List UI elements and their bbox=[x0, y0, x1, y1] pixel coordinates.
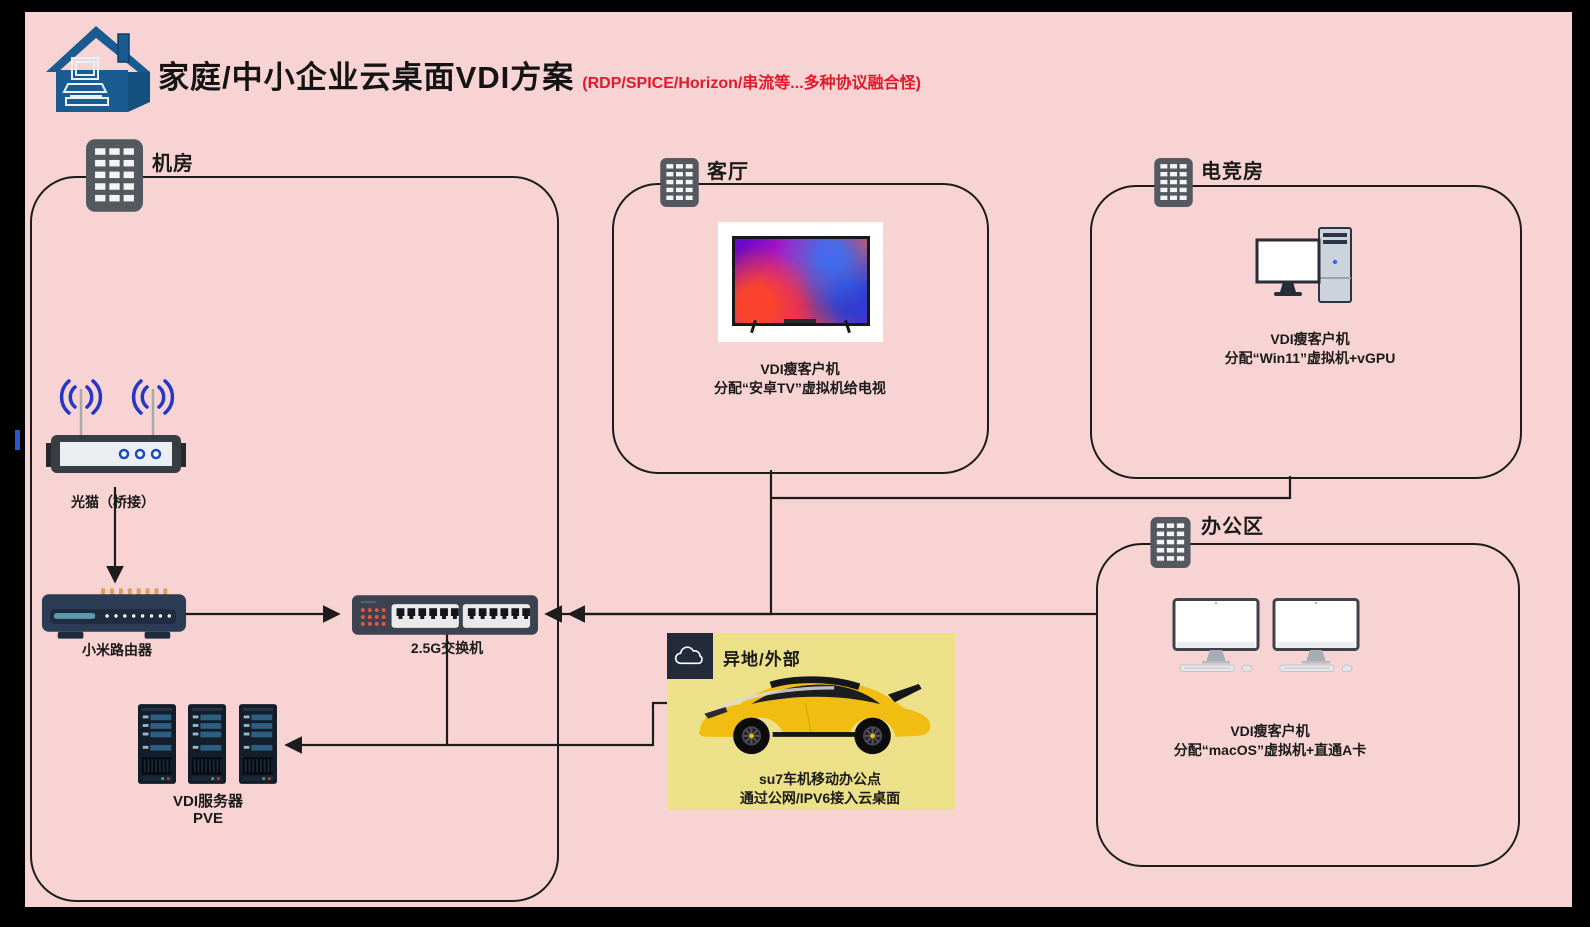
building-icon bbox=[1147, 517, 1194, 568]
server-label-line2: PVE bbox=[192, 810, 223, 827]
router-label: 小米路由器 bbox=[82, 642, 152, 658]
imac-icon bbox=[1168, 598, 1264, 674]
su7-car-image bbox=[699, 676, 931, 755]
blue-tick bbox=[15, 430, 20, 450]
office-caption: VDI瘦客户机 分配“macOS”虚拟机+直通A卡 bbox=[1105, 722, 1435, 760]
car-caption: su7车机移动办公点 通过公网/IPV6接入云桌面 bbox=[670, 770, 970, 808]
office-caption-line1: VDI瘦客户机 bbox=[1230, 723, 1310, 739]
room-label-office-area: 办公区 bbox=[1201, 516, 1264, 538]
room-label-external: 异地/外部 bbox=[723, 650, 801, 669]
building-icon bbox=[656, 158, 703, 207]
room-box-gaming-room bbox=[1090, 185, 1522, 479]
room-label-gaming-room: 电竞房 bbox=[1201, 161, 1264, 183]
room-label-server-room: 机房 bbox=[152, 153, 194, 175]
house-with-computer-icon bbox=[46, 26, 150, 112]
page-title: 家庭/中小企业云桌面VDI方案 (RDP/SPICE/Horizon/串流等...… bbox=[158, 52, 921, 97]
desktop-pc-icon bbox=[1255, 227, 1352, 303]
building-icon bbox=[86, 124, 143, 227]
room-label-living-room: 客厅 bbox=[707, 161, 749, 183]
room-box-office-area bbox=[1096, 543, 1520, 867]
living-caption-line1: VDI瘦客户机 bbox=[760, 361, 840, 377]
tv-screen bbox=[731, 236, 870, 326]
building-icon bbox=[1150, 158, 1197, 207]
server-tower-icon bbox=[188, 703, 226, 785]
modem-icon bbox=[46, 379, 186, 473]
switch-label: 2.5G交换机 bbox=[410, 640, 484, 656]
imac-icon bbox=[1268, 598, 1364, 674]
router-icon bbox=[41, 588, 187, 639]
gaming-caption-line2: 分配“Win11”虚拟机+vGPU bbox=[1224, 350, 1396, 366]
modem-label: 光猫（桥接） bbox=[71, 494, 155, 510]
title-subtitle: (RDP/SPICE/Horizon/串流等...多种协议融合怪) bbox=[582, 75, 921, 92]
gaming-caption-line1: VDI瘦客户机 bbox=[1270, 331, 1350, 347]
living-caption-line2: 分配“安卓TV”虚拟机给电视 bbox=[714, 380, 886, 396]
car-caption-line2: 通过公网/IPV6接入云桌面 bbox=[739, 790, 901, 806]
room-box-server-room bbox=[30, 176, 559, 902]
title-text: 家庭/中小企业云桌面VDI方案 bbox=[158, 60, 575, 95]
gaming-caption: VDI瘦客户机 分配“Win11”虚拟机+vGPU bbox=[1150, 330, 1470, 368]
switch-icon bbox=[352, 595, 538, 635]
living-caption: VDI瘦客户机 分配“安卓TV”虚拟机给电视 bbox=[640, 360, 960, 398]
car-caption-line1: su7车机移动办公点 bbox=[758, 771, 882, 787]
server-tower-icon bbox=[239, 703, 277, 785]
external-header bbox=[667, 633, 713, 679]
server-label-line1: VDI服务器 bbox=[172, 793, 243, 810]
room-box-living-room bbox=[612, 183, 989, 474]
tv-photo bbox=[718, 222, 883, 342]
tv-base bbox=[784, 319, 816, 323]
server-tower-icon bbox=[138, 703, 176, 785]
office-caption-line2: 分配“macOS”虚拟机+直通A卡 bbox=[1173, 742, 1367, 758]
